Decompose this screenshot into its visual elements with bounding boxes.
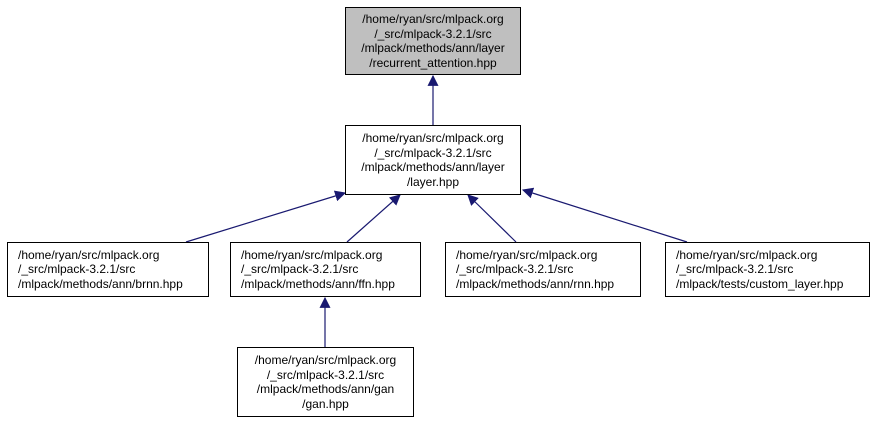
- node-line: /home/ryan/src/mlpack.org: [362, 12, 504, 26]
- edge-rnn-to-layer: [467, 194, 517, 243]
- node-brnn-hpp[interactable]: /home/ryan/src/mlpack.org /_src/mlpack-3…: [7, 242, 209, 297]
- node-ffn-hpp[interactable]: /home/ryan/src/mlpack.org /_src/mlpack-3…: [230, 242, 421, 297]
- node-line: /mlpack/methods/ann/ffn.hpp: [241, 276, 395, 291]
- edge-custom-to-layer: [521, 187, 688, 243]
- node-line: /home/ryan/src/mlpack.org: [254, 353, 397, 367]
- node-line: /mlpack/methods/ann/layer: [361, 41, 505, 55]
- edge-ffn-to-layer: [346, 194, 401, 243]
- node-layer-hpp[interactable]: /home/ryan/src/mlpack.org /_src/mlpack-3…: [345, 125, 521, 195]
- node-line: /_src/mlpack-3.2.1/src: [241, 262, 359, 277]
- node-line: /recurrent_attention.hpp: [369, 55, 497, 70]
- node-recurrent-attention-hpp: /home/ryan/src/mlpack.org /_src/mlpack-3…: [345, 7, 521, 75]
- node-line: /home/ryan/src/mlpack.org: [241, 247, 383, 262]
- node-line: /_src/mlpack-3.2.1/src: [18, 262, 136, 277]
- node-line: /home/ryan/src/mlpack.org: [456, 247, 598, 262]
- node-line: /_src/mlpack-3.2.1/src: [266, 367, 385, 382]
- node-line: /mlpack/methods/ann/gan: [256, 382, 395, 396]
- node-custom-layer-hpp[interactable]: /home/ryan/src/mlpack.org /_src/mlpack-3…: [665, 242, 870, 297]
- node-rnn-hpp[interactable]: /home/ryan/src/mlpack.org /_src/mlpack-3…: [445, 242, 641, 297]
- node-line: /mlpack/methods/ann/layer: [361, 160, 505, 174]
- node-line: /_src/mlpack-3.2.1/src: [374, 26, 492, 41]
- node-line: /_src/mlpack-3.2.1/src: [676, 262, 794, 277]
- node-line: /mlpack/methods/ann/rnn.hpp: [456, 276, 615, 291]
- node-line: /_src/mlpack-3.2.1/src: [456, 262, 574, 277]
- node-line: /layer.hpp: [406, 174, 460, 189]
- node-line: /gan.hpp: [302, 396, 349, 411]
- node-line: /mlpack/methods/ann/brnn.hpp: [18, 276, 183, 291]
- node-gan-hpp[interactable]: /home/ryan/src/mlpack.org /_src/mlpack-3…: [237, 347, 414, 417]
- node-line: /home/ryan/src/mlpack.org: [18, 247, 160, 262]
- edge-brnn-to-layer: [185, 190, 347, 243]
- node-line: /_src/mlpack-3.2.1/src: [374, 145, 492, 160]
- node-line: /home/ryan/src/mlpack.org: [362, 131, 504, 145]
- node-line: /mlpack/tests/custom_layer.hpp: [676, 276, 844, 291]
- node-line: /home/ryan/src/mlpack.org: [676, 247, 818, 262]
